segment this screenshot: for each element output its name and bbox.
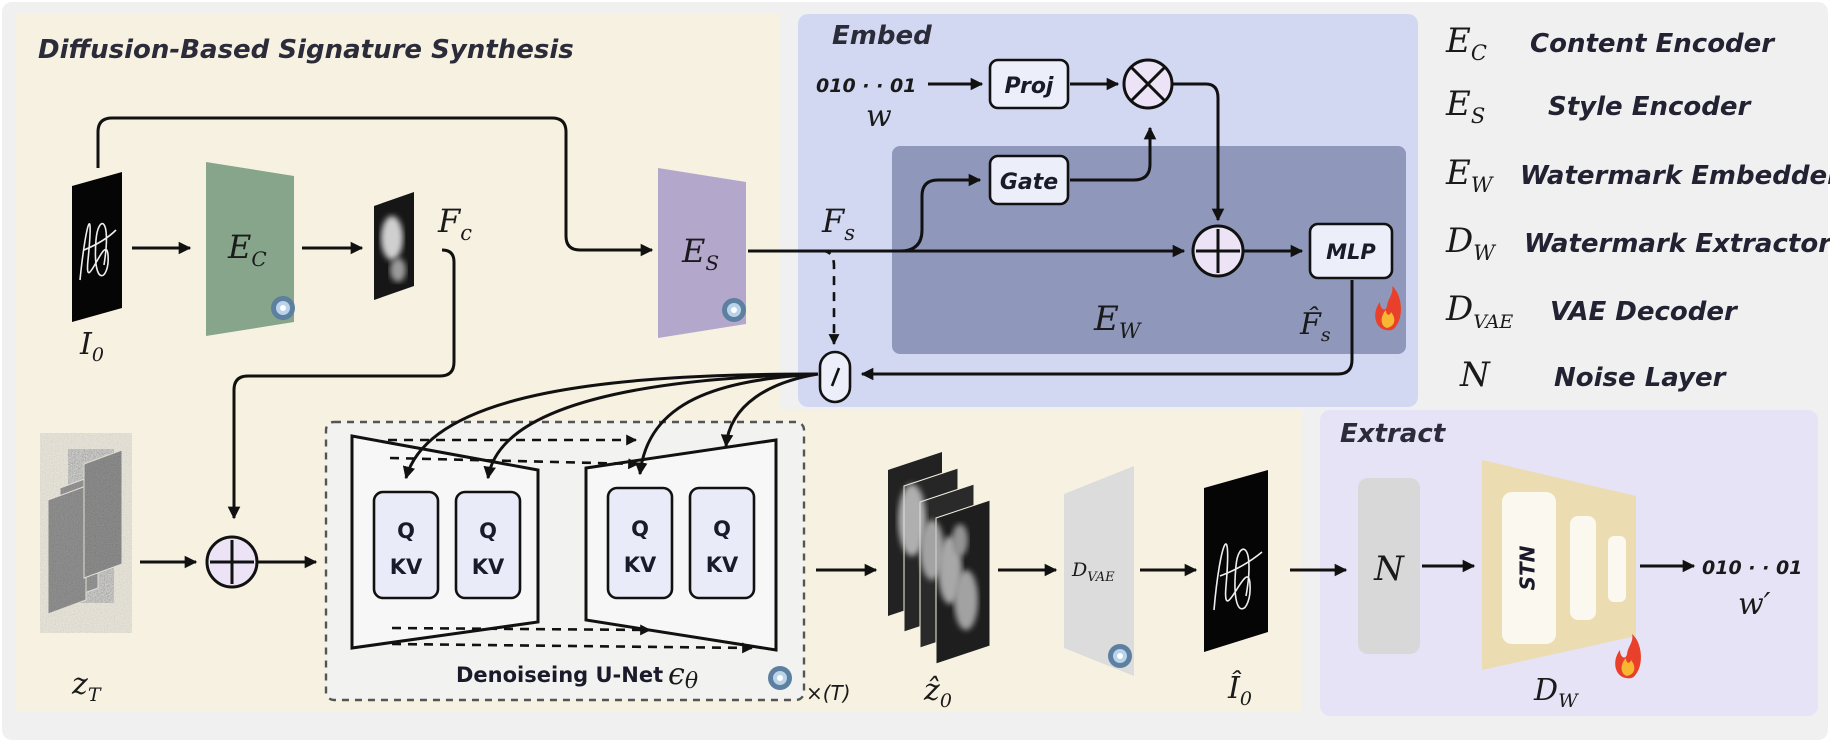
label-zt: zT (71, 667, 102, 706)
unet-label: Denoiseing U-Net (456, 663, 663, 687)
label-fs: Fs (821, 202, 855, 245)
skip-connection-bottom (391, 642, 754, 654)
svg-text:Q: Q (713, 517, 731, 541)
arrow-i0-to-es (96, 116, 654, 257)
qkv-block-3: Q KV (606, 486, 674, 600)
cond-arrow-2 (483, 372, 819, 480)
legend-symbol-dw: DW (1445, 221, 1497, 265)
multiply-node (1122, 58, 1174, 110)
embed-section-title: Embed (832, 21, 932, 51)
label-fs-hat: F̂s (1299, 307, 1331, 346)
repeat-label: ×(T) (806, 681, 851, 705)
label-dw: DW (1533, 673, 1579, 712)
qkv-block-1: Q KV (372, 490, 440, 600)
arrow-gate-to-multiply (1070, 126, 1157, 182)
trainable-fire-icon-dw (1615, 634, 1641, 679)
legend-symbol-es: ES (1445, 84, 1485, 128)
noise-layer-block (1358, 478, 1420, 654)
svg-text:Q: Q (479, 519, 497, 543)
frozen-icon-ec (271, 296, 295, 320)
output-watermark-bits: 010 · · 01 (1702, 557, 1802, 579)
label-dvae: DVAE (1071, 559, 1115, 585)
label-i0: I0 (79, 327, 104, 366)
label-ew: EW (1093, 299, 1143, 343)
legend-symbol-ec: EC (1445, 21, 1487, 65)
label-ec: EC (227, 228, 267, 271)
legend-desc-es: Style Encoder (1548, 92, 1752, 122)
style-encoder-block (658, 168, 746, 338)
frozen-icon-unet (768, 666, 792, 690)
noise-layer-label: N (1373, 549, 1405, 589)
input-signature-image (72, 172, 122, 322)
arrow-multiply-to-adder (1172, 82, 1225, 222)
svg-text:KV: KV (706, 553, 739, 577)
arrow-mlp-to-concat (860, 280, 1354, 381)
mlp-label: MLP (1326, 240, 1376, 264)
extractor-layer-2 (1570, 516, 1596, 620)
svg-text:Q: Q (631, 517, 649, 541)
vae-decoder-block (1064, 466, 1134, 676)
input-watermark-bits: 010 · · 01 (816, 75, 916, 97)
noise-latent-stack (47, 449, 124, 616)
label-w-prime: w′ (1738, 587, 1771, 622)
extractor-layer-3 (1608, 536, 1626, 602)
legend-symbol-ew: EW (1445, 153, 1495, 197)
mlp-block (1308, 222, 1394, 280)
label-epsilon-theta: ϵθ (668, 657, 698, 694)
proj-block (988, 58, 1070, 110)
concat-node (818, 350, 852, 404)
frozen-icon-dvae (1108, 644, 1132, 668)
legend-desc-ew: Watermark Embedder (1520, 161, 1830, 191)
label-es: ES (681, 232, 719, 275)
cond-arrow-1 (402, 372, 819, 480)
denoised-latent-stack (888, 452, 991, 665)
label-i0-hat: Î0 (1227, 670, 1252, 710)
skip-connection-lower (391, 624, 652, 636)
label-w: w (866, 99, 892, 134)
cond-arrow-3 (634, 372, 819, 476)
cond-arrow-4 (720, 372, 819, 448)
legend-symbol-n: N (1459, 355, 1491, 395)
legend: EC Content Encoder ES Style Encoder EW W… (1445, 21, 1830, 395)
generated-signature-image (1204, 470, 1268, 652)
diffusion-section-title: Diffusion-Based Signature Synthesis (38, 35, 574, 65)
svg-text:KV: KV (390, 555, 423, 579)
label-z0-hat: ẑ0 (923, 673, 952, 712)
content-feature-map (374, 192, 414, 300)
qkv-block-4: Q KV (688, 486, 756, 600)
gate-block (988, 154, 1070, 206)
add-node-embed (1191, 224, 1245, 278)
legend-desc-ec: Content Encoder (1530, 29, 1776, 59)
svg-text:KV: KV (472, 555, 505, 579)
add-node-diffusion (205, 535, 259, 589)
trainable-fire-icon-ew (1375, 286, 1401, 331)
qkv-block-2: Q KV (454, 490, 522, 600)
arrow-fs-to-concat-dashed (821, 249, 840, 346)
svg-text:Q: Q (397, 519, 415, 543)
extract-section-title: Extract (1340, 419, 1447, 449)
legend-desc-n: Noise Layer (1554, 363, 1728, 393)
svg-text:KV: KV (624, 553, 657, 577)
label-fc: Fc (437, 202, 472, 245)
arrow-fs-to-gate (899, 173, 982, 253)
legend-symbol-dvae: DVAE (1445, 289, 1513, 333)
arrow-fc-to-adder (227, 248, 456, 520)
stn-label: STN (1516, 545, 1540, 590)
stn-module (1502, 492, 1556, 644)
proj-label: Proj (1005, 74, 1054, 99)
frozen-icon-es (722, 298, 746, 322)
legend-desc-dvae: VAE Decoder (1550, 297, 1739, 327)
legend-desc-dw: Watermark Extractor (1524, 229, 1830, 259)
content-encoder-block (206, 162, 294, 336)
gate-label: Gate (1000, 170, 1058, 195)
